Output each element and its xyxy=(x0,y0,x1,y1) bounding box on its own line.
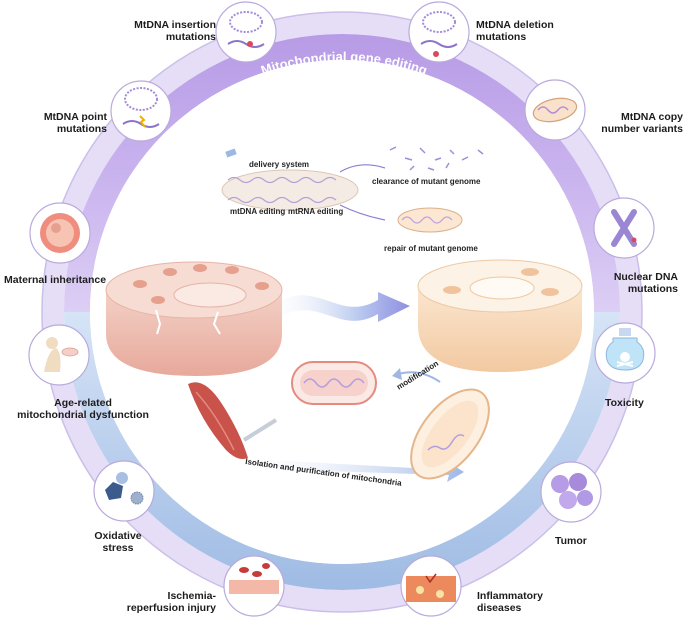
icon-age-related xyxy=(28,324,90,386)
icon-ischemia xyxy=(223,555,285,617)
isolated-mitochondrion xyxy=(410,388,490,480)
gene-editing-schematic xyxy=(221,146,484,233)
icon-tumor xyxy=(540,461,602,523)
icon-toxicity xyxy=(594,322,656,384)
modification-arrow-head xyxy=(392,368,402,380)
label-mtrna-editing: mtRNA editing xyxy=(288,207,344,216)
icon-maternal xyxy=(29,202,91,264)
left-cell xyxy=(105,261,283,376)
label-toxicity: Toxicity xyxy=(605,397,644,409)
isolation-arrow xyxy=(228,458,464,482)
icon-insertion xyxy=(215,1,277,63)
flow-arrow xyxy=(282,292,410,322)
label-mtdna-editing: mtDNA editing xyxy=(230,207,286,216)
right-cell xyxy=(417,259,583,372)
label-maternal: Maternal inheritance xyxy=(4,274,107,286)
label-clearance: clearance of mutant genome xyxy=(372,177,481,186)
label-ischemia: Ischemia-reperfusion injury xyxy=(126,590,216,614)
label-delivery-system: delivery system xyxy=(249,160,310,169)
label-repair: repair of mutant genome xyxy=(384,244,478,253)
icon-deletion xyxy=(408,1,470,63)
modification-arrow xyxy=(397,371,441,383)
muscle-tissue xyxy=(188,382,278,459)
modified-mitochondrion xyxy=(291,361,377,405)
icon-nuclear xyxy=(593,197,655,259)
icon-copy-number xyxy=(524,79,586,141)
icon-point xyxy=(110,80,172,142)
label-tumor: Tumor xyxy=(555,535,587,547)
icon-oxidative xyxy=(93,460,155,522)
icon-inflammatory xyxy=(400,555,462,617)
